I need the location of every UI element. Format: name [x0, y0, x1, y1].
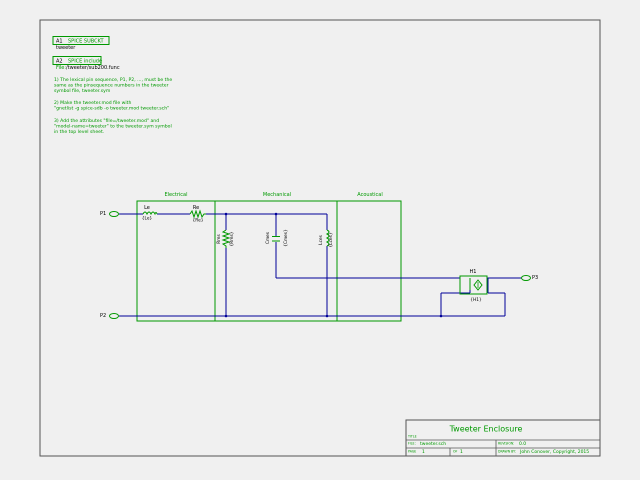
note3-line: 3) Add the attributes "file=/tweeter.mod… [54, 118, 159, 124]
note-2: 2) Make the tweeter.mod file with "gnetl… [54, 100, 169, 112]
note-1: 1) The lexical pin sequence, P1, P2, ...… [54, 77, 172, 94]
a2-label: SPICE include [68, 59, 102, 65]
sheet-frame [39, 19, 601, 457]
rms-value: {Rms} [229, 231, 235, 246]
pin-p1[interactable]: P1 [100, 211, 119, 217]
title-label: TITLE [407, 435, 417, 439]
section-mechanical: Mechanical [263, 192, 291, 198]
acoustical-box [336, 200, 402, 322]
p3-label: P3 [532, 275, 538, 281]
a1-value: tweeter [56, 45, 76, 51]
title-block: TITLE Tweeter Enclosure FILE: tweeter.sc… [405, 419, 601, 457]
capacitor-cmes[interactable]: Cmes {Cmes} [265, 229, 289, 247]
a2-file-prefix: File: [56, 65, 66, 71]
page-value: 1 [422, 449, 425, 455]
rms-ref: Rms [216, 234, 222, 244]
resistor-re[interactable]: Re {Re} [189, 205, 206, 224]
revision-label: REVISION: [498, 442, 514, 446]
source-h1[interactable]: H1 {H1} [459, 269, 488, 303]
a2-ref: A2 [56, 59, 63, 65]
lces-ref: Lces [318, 234, 324, 244]
note-a2: A2 SPICE include File: /tweeter/sub200.f… [52, 56, 120, 71]
a2-file-value: /tweeter/sub200.func [66, 65, 120, 71]
pin-p2[interactable]: P2 [100, 313, 119, 319]
of-label: OF [453, 450, 458, 454]
file-label: FILE: [408, 442, 416, 446]
note-3: 3) Add the attributes "file=/tweeter.mod… [54, 118, 172, 135]
resistor-rms[interactable]: Rms {Rms} [216, 229, 235, 248]
inductor-lces[interactable]: Lces {Lces} [318, 229, 334, 248]
note1-line: same as the pinsequence numbers in the t… [54, 83, 169, 89]
note3-line: in the top level sheet. [54, 129, 104, 135]
cmes-value: {Cmes} [283, 229, 289, 247]
a1-ref: A1 [56, 39, 63, 45]
page-label: PAGE [408, 450, 416, 454]
cmes-ref: Cmes [265, 231, 271, 244]
note3-line: "model-name=tweeter" to the tweeter.sym … [54, 124, 172, 130]
sheet-title: Tweeter Enclosure [449, 425, 523, 434]
junctions [224, 212, 443, 318]
p1-label: P1 [100, 211, 106, 217]
note1-line: symbol file, tweeter.sym [54, 88, 111, 94]
lces-value: {Lces} [328, 232, 334, 247]
note2-line: "gnetlist -g spice-sdb -o tweeter.mod tw… [54, 106, 169, 112]
note2-line: 2) Make the tweeter.mod file with [54, 100, 131, 106]
drawn-label: DRAWN BY: [498, 450, 516, 454]
le-value: {Le} [142, 216, 153, 222]
drawn-value: John Conover, Copyright, 2015 [519, 449, 589, 455]
le-ref: Le [144, 205, 150, 211]
h1-value: {H1} [470, 297, 482, 303]
revision-value: 0.0 [519, 441, 526, 447]
wires [119, 213, 522, 317]
re-ref: Re [193, 205, 199, 211]
inductor-le[interactable]: Le {Le} [142, 205, 158, 222]
note1-line: 1) The lexical pin sequence, P1, P2, ...… [54, 77, 172, 83]
a1-label: SPICE SUBCKT [68, 39, 104, 45]
p2-label: P2 [100, 313, 106, 319]
section-acoustical: Acoustical [357, 192, 382, 198]
pin-p3[interactable]: P3 [521, 275, 539, 281]
file-value: tweeter.sch [420, 441, 446, 447]
re-value: {Re} [193, 218, 204, 224]
note-a1: A1 SPICE SUBCKT tweeter [52, 36, 110, 51]
of-value: 1 [460, 449, 463, 455]
h1-ref: H1 [470, 269, 477, 275]
section-electrical: Electrical [165, 192, 188, 198]
